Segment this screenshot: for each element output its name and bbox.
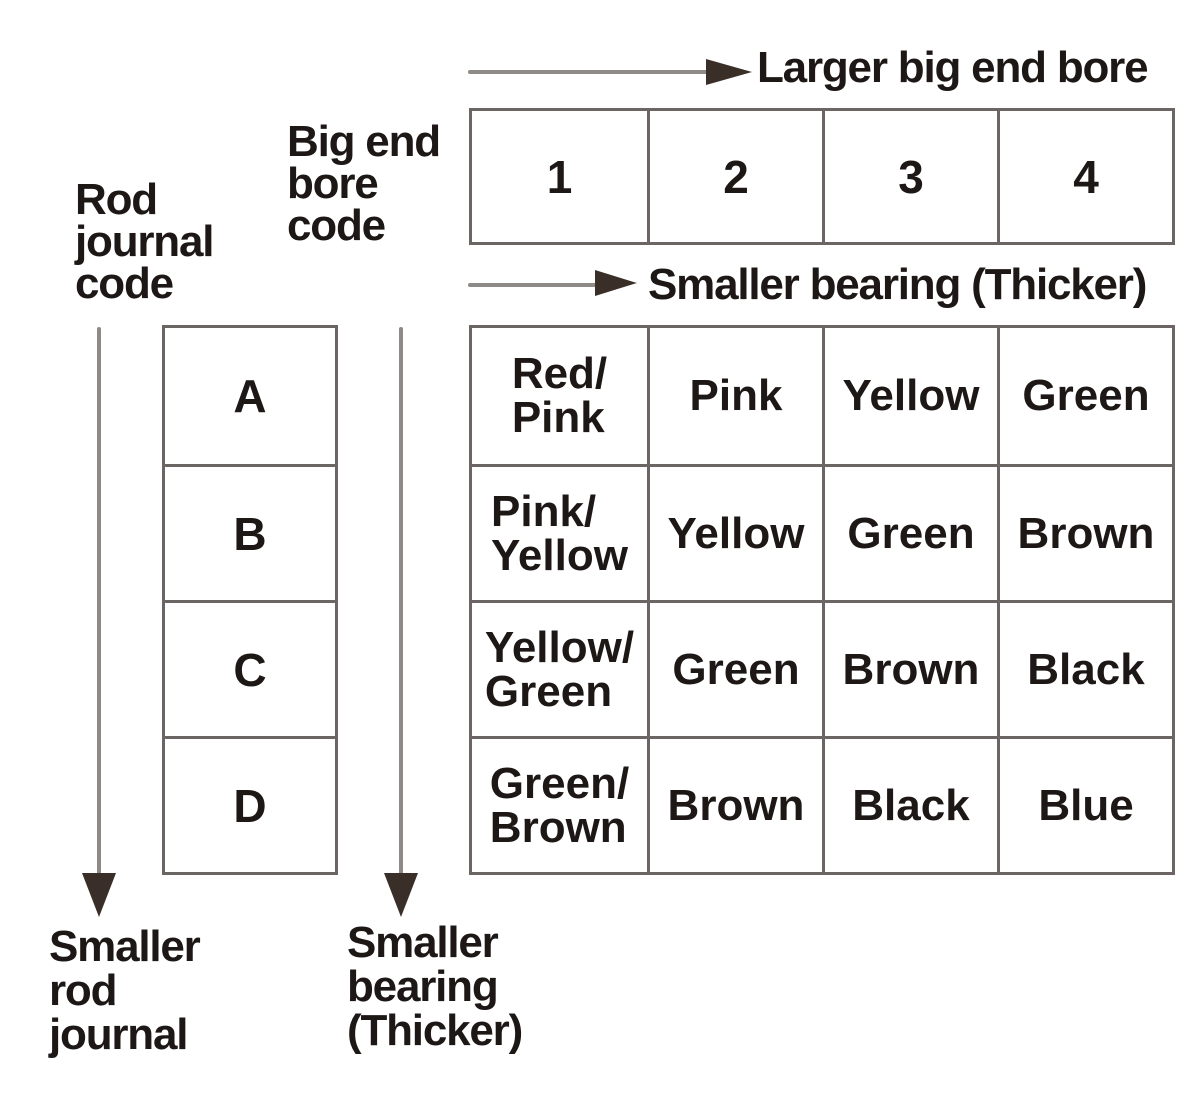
bore-code-cell-1: 1 bbox=[472, 111, 647, 242]
bearing-color: Green/Brown bbox=[489, 758, 630, 852]
bearing-color: Brown bbox=[667, 780, 805, 830]
bore-code-cell-4: 4 bbox=[997, 111, 1172, 242]
label-line: journal bbox=[75, 217, 214, 266]
journal-code-cell-A: A bbox=[165, 328, 335, 464]
grid-cell-D1: Green/Brown bbox=[472, 736, 647, 872]
journal-code-value: C bbox=[233, 643, 267, 696]
big-end-bore-code-label: Big end bore code bbox=[287, 117, 441, 250]
journal-code-cell-B: B bbox=[165, 464, 335, 600]
bearing-color: Green bbox=[1022, 371, 1150, 420]
rod-journal-code-column: A B C D bbox=[162, 325, 338, 875]
bearing-color: Brown bbox=[842, 644, 980, 694]
down-arrowhead-icon bbox=[82, 873, 116, 917]
grid-cell-B1: Pink/Yellow bbox=[472, 464, 647, 600]
bore-code-row: 1 2 3 4 bbox=[469, 108, 1175, 245]
bearing-down-arrow-shaft bbox=[399, 327, 403, 875]
bearing-color: Yellow bbox=[667, 508, 805, 558]
bearing-color: Black bbox=[1027, 644, 1145, 694]
label-line: Smaller bbox=[347, 918, 499, 967]
label-line: Rod bbox=[75, 175, 158, 224]
bore-code-value: 2 bbox=[723, 150, 749, 203]
label-line: bore bbox=[287, 159, 379, 208]
bearing-color-grid: Red/Pink Pink Yellow Green Pink/Yellow Y… bbox=[469, 325, 1175, 875]
bearing-color: Black bbox=[852, 780, 970, 830]
bearing-color: Red/Pink bbox=[511, 349, 608, 442]
bearing-color: Blue bbox=[1038, 780, 1134, 830]
journal-code-value: D bbox=[233, 779, 267, 832]
bearing-color: Green bbox=[847, 508, 975, 558]
grid-cell-B2: Yellow bbox=[647, 464, 822, 600]
bearing-color: Yellow/Green bbox=[484, 622, 635, 716]
grid-cell-D2: Brown bbox=[647, 736, 822, 872]
bearing-color: Pink bbox=[689, 371, 783, 420]
label-line: journal bbox=[49, 1010, 188, 1059]
grid-cell-A1: Red/Pink bbox=[472, 328, 647, 464]
bearing-color: Yellow bbox=[842, 371, 980, 420]
label-line: code bbox=[287, 201, 386, 250]
label-line: Smaller bbox=[49, 922, 201, 971]
larger-bore-arrow-shaft bbox=[468, 70, 708, 74]
smaller-bearing-thicker-label: Smaller bearing (Thicker) bbox=[347, 918, 523, 1055]
right-arrowhead-icon bbox=[595, 270, 637, 296]
grid-cell-A2: Pink bbox=[647, 328, 822, 464]
grid-cell-C4: Black bbox=[997, 600, 1172, 736]
bearing-color: Pink/Yellow bbox=[491, 486, 628, 580]
rod-journal-down-arrow-shaft bbox=[97, 327, 101, 875]
grid-cell-C2: Green bbox=[647, 600, 822, 736]
rod-journal-code-label: Rod journal code bbox=[75, 175, 214, 308]
label-line: bearing bbox=[347, 962, 499, 1011]
label-line: (Thicker) bbox=[347, 1006, 523, 1055]
smaller-bearing-arrow-label: Smaller bearing (Thicker) bbox=[648, 260, 1147, 309]
bore-code-value: 4 bbox=[1073, 150, 1099, 203]
label-line: rod bbox=[49, 966, 117, 1015]
down-arrowhead-icon bbox=[384, 873, 418, 917]
bore-code-value: 1 bbox=[546, 150, 573, 203]
grid-cell-A4: Green bbox=[997, 328, 1172, 464]
bearing-color: Green bbox=[672, 644, 800, 694]
bore-code-cell-2: 2 bbox=[647, 111, 822, 242]
larger-bore-arrow-label: Larger big end bore bbox=[757, 43, 1149, 92]
grid-cell-B4: Brown bbox=[997, 464, 1172, 600]
bearing-color: Brown bbox=[1017, 508, 1155, 558]
journal-code-value: B bbox=[233, 507, 267, 560]
grid-cell-D3: Black bbox=[822, 736, 997, 872]
label-line: Big end bbox=[287, 117, 441, 166]
bore-code-value: 3 bbox=[898, 150, 924, 203]
grid-cell-A3: Yellow bbox=[822, 328, 997, 464]
smaller-bearing-arrow-shaft bbox=[468, 283, 598, 287]
grid-cell-C1: Yellow/Green bbox=[472, 600, 647, 736]
journal-code-cell-C: C bbox=[165, 600, 335, 736]
journal-code-cell-D: D bbox=[165, 736, 335, 872]
bore-code-cell-3: 3 bbox=[822, 111, 997, 242]
grid-cell-C3: Brown bbox=[822, 600, 997, 736]
smaller-rod-journal-label: Smaller rod journal bbox=[49, 922, 201, 1059]
label-line: code bbox=[75, 259, 174, 308]
grid-cell-D4: Blue bbox=[997, 736, 1172, 872]
grid-cell-B3: Green bbox=[822, 464, 997, 600]
journal-code-value: A bbox=[233, 370, 267, 422]
right-arrowhead-icon bbox=[706, 59, 752, 85]
